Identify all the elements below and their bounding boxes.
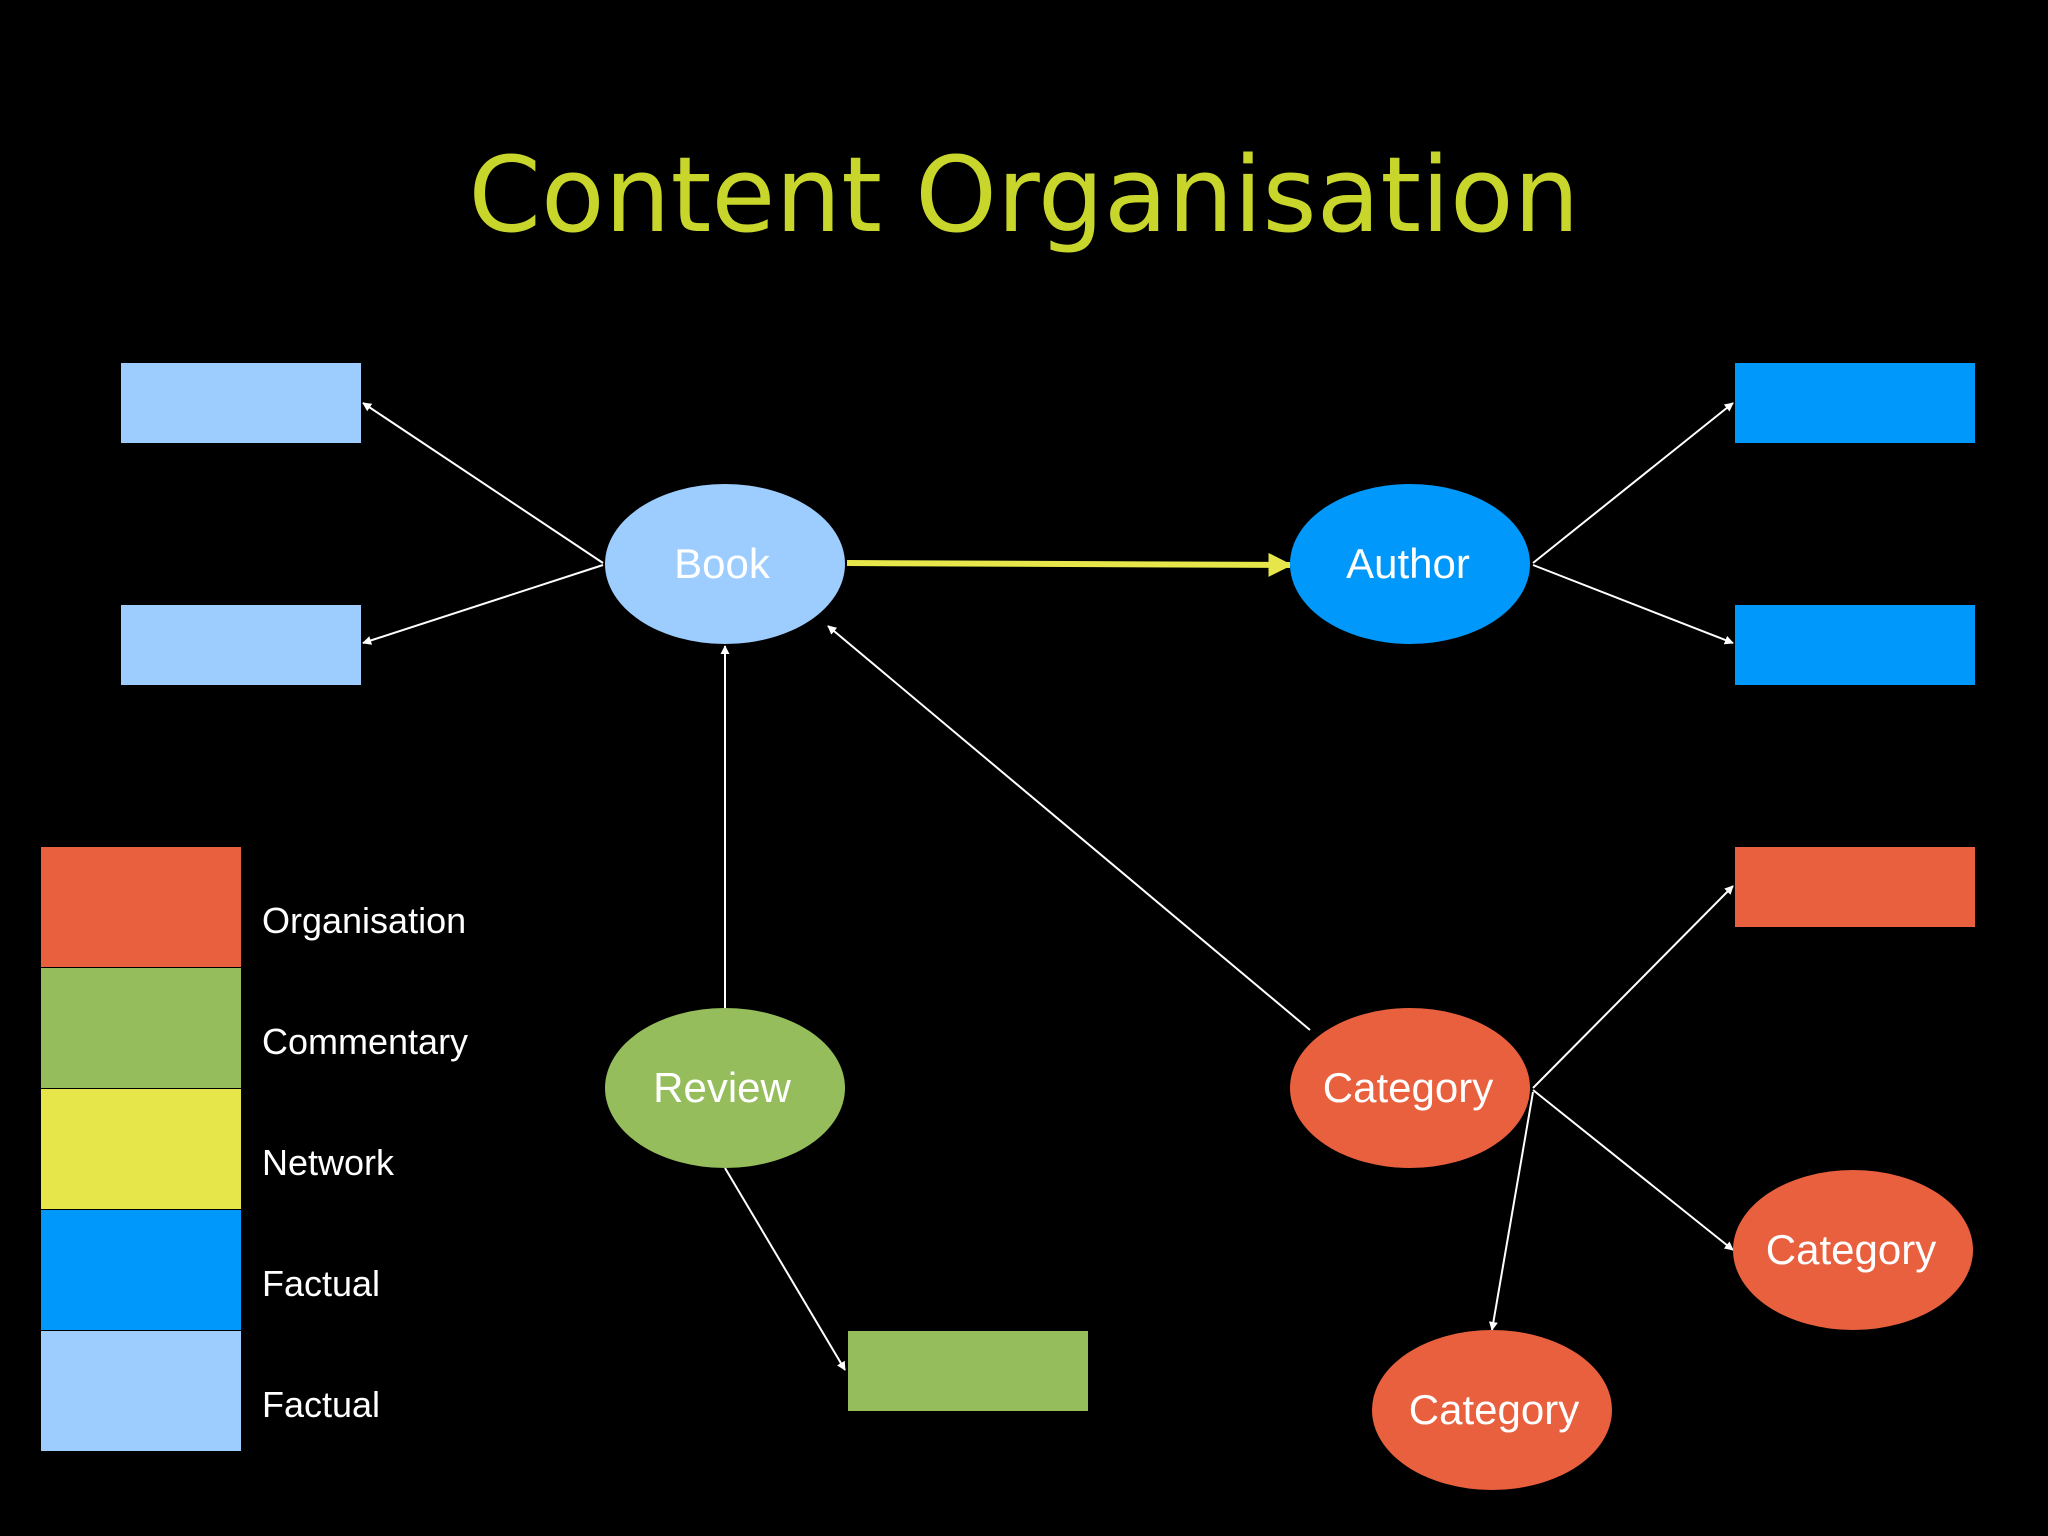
node-book-label: Book <box>674 540 771 587</box>
edge-category-to-category-bottom <box>1488 1091 1534 1331</box>
legend-swatch-factual-light <box>41 1331 241 1451</box>
edge-category-to-category-right <box>1532 1089 1734 1251</box>
legend: Organisation Commentary Network Factual … <box>41 847 468 1451</box>
legend-swatch-organisation <box>41 847 241 967</box>
edge-review-to-commentary-box <box>724 1167 846 1371</box>
edge-category-to-book <box>827 625 1311 1031</box>
node-book: Book <box>605 484 845 644</box>
edge-author-to-factual-dark-2 <box>1532 564 1734 645</box>
commentary-box <box>848 1331 1088 1411</box>
edge-book-to-factual-light-1 <box>362 402 604 564</box>
network-edge-book-to-author <box>846 552 1293 577</box>
legend-label-factual-light: Factual <box>262 1384 380 1425</box>
node-category-main-label: Category <box>1323 1064 1493 1111</box>
node-category-right-label: Category <box>1766 1226 1936 1273</box>
factual-dark-box-2 <box>1735 605 1975 685</box>
factual-light-box-1 <box>121 363 361 443</box>
node-category-bottom: Category <box>1372 1330 1612 1490</box>
edges <box>362 402 1734 1371</box>
legend-swatch-factual-dark <box>41 1210 241 1330</box>
factual-dark-box-1 <box>1735 363 1975 443</box>
node-author-label: Author <box>1346 540 1470 587</box>
legend-swatch-network <box>41 1089 241 1209</box>
node-book-shape <box>605 484 845 644</box>
node-review: Review <box>605 1008 845 1168</box>
slide-title: Content Organisation <box>468 134 1580 256</box>
organisation-box <box>1735 847 1975 927</box>
node-review-shape <box>605 1008 845 1168</box>
legend-swatch-commentary <box>41 968 241 1088</box>
legend-label-commentary: Commentary <box>262 1021 468 1062</box>
edge-author-to-factual-dark-1 <box>1532 402 1734 564</box>
legend-label-network: Network <box>262 1142 395 1183</box>
node-category-bottom-label: Category <box>1409 1386 1579 1433</box>
node-category-bottom-shape <box>1372 1330 1612 1490</box>
node-author: Author <box>1290 484 1530 644</box>
node-category-right: Category <box>1733 1170 1973 1330</box>
node-category-main-shape <box>1290 1008 1530 1168</box>
legend-label-organisation: Organisation <box>262 900 466 941</box>
node-review-label: Review <box>653 1064 791 1111</box>
edge-book-to-factual-light-2 <box>362 564 604 645</box>
factual-light-box-2 <box>121 605 361 685</box>
node-category-main: Category <box>1290 1008 1530 1168</box>
edge-category-to-organisation-box <box>1532 885 1734 1089</box>
node-category-right-shape <box>1733 1170 1973 1330</box>
legend-label-factual-dark: Factual <box>262 1263 380 1304</box>
node-author-shape <box>1290 484 1530 644</box>
